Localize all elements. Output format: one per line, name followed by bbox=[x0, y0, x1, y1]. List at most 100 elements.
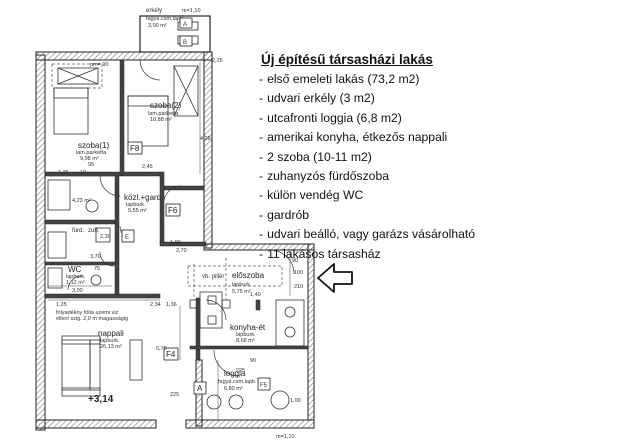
szoba2-label: szoba(2) bbox=[150, 101, 181, 110]
dim: 95 bbox=[88, 162, 94, 168]
dim: 2,70 bbox=[176, 248, 187, 254]
dim: 75 bbox=[94, 266, 100, 272]
dim: 2,30 bbox=[100, 234, 111, 240]
feature-item: -zuhanyzós fürdőszoba bbox=[259, 168, 390, 183]
tag-e: E bbox=[125, 235, 129, 241]
exterior-walls bbox=[35, 51, 315, 431]
dimension-labels: 1,35 10 1,25 2,34 3,00 3,70 90 100 210 2… bbox=[56, 58, 303, 404]
loggia-label: loggia bbox=[224, 369, 246, 378]
loggia-mv: m=1,10 bbox=[276, 434, 295, 440]
feature-item: -gardrób bbox=[259, 207, 310, 222]
dashed-lines bbox=[51, 63, 283, 300]
erkely-mv: m=1,10 bbox=[182, 8, 201, 14]
room-labels: erkély fagyá.csm.lapb. 3,00 m² m=1,10 pm… bbox=[56, 8, 295, 440]
szoba1-pm: pm= 90 bbox=[90, 62, 109, 68]
listing-title: Új építésű társasházi lakás bbox=[261, 52, 433, 67]
szoba2-sub: lam.parketta bbox=[148, 111, 179, 117]
erkely-area: 3,00 m² bbox=[148, 23, 167, 29]
feature-text: udvari erkély (3 m2) bbox=[267, 91, 375, 106]
nappali-area: 26,13 m² bbox=[100, 344, 122, 350]
feature-list: -első emeleti lakás (73,2 m2) -udvari er… bbox=[256, 70, 636, 264]
szoba1-label: szoba(1) bbox=[78, 141, 109, 150]
vbpiller-label: vb. pillér bbox=[202, 274, 224, 280]
dim: 210 bbox=[294, 284, 303, 290]
feature-item: -külön vendég WC bbox=[259, 188, 364, 203]
dim: 100 bbox=[294, 270, 303, 276]
szoba1-area: 9,98 m² bbox=[80, 156, 99, 162]
tag-b: B bbox=[183, 40, 187, 46]
dim: 3,00 bbox=[72, 288, 83, 294]
dim: 1,40 bbox=[250, 292, 261, 298]
feature-item: -amerikai konyha, étkezős nappali bbox=[259, 130, 448, 145]
feature-text: 11 lakásos társasház bbox=[267, 246, 381, 261]
kozl-area: 5,55 m² bbox=[128, 208, 147, 214]
feature-text: első emeleti lakás (73,2 m2) bbox=[267, 72, 420, 86]
dim: 3,70 bbox=[90, 254, 101, 260]
feature-text: 2 szoba (10-11 m2) bbox=[267, 149, 372, 164]
feature-text: amerikai konyha, étkezős nappali bbox=[267, 130, 448, 145]
tag-f4: F4 bbox=[166, 350, 176, 359]
dim: 2,45 bbox=[142, 164, 153, 170]
kozl-label: közl.+gard. bbox=[124, 193, 163, 202]
dim: 4,28 bbox=[200, 136, 211, 142]
wc-area: 1,12 m² bbox=[66, 280, 85, 286]
nappali-sub: lapburk. bbox=[100, 338, 120, 344]
feature-text: gardrób bbox=[267, 207, 310, 222]
zuh-label: zuh. bbox=[88, 228, 100, 234]
tag-a: A bbox=[197, 384, 203, 393]
szoba2-area: 10,88 m² bbox=[150, 117, 172, 123]
szoba1-sub: lam.parketta bbox=[76, 150, 107, 156]
konyha-sub: lapburk. bbox=[236, 332, 256, 338]
furdo-area: 4,23 m² bbox=[72, 198, 91, 204]
dimension-lines bbox=[48, 62, 291, 420]
tag-a2: A bbox=[183, 22, 187, 28]
wc-sub: lapburk. bbox=[66, 274, 86, 280]
doors bbox=[67, 59, 295, 377]
loggia-sub: fagyá.csm.lapb. bbox=[218, 379, 257, 385]
eloszoba-sub: lapburk. bbox=[232, 282, 252, 288]
tag-f6: F6 bbox=[168, 206, 178, 215]
dim: 1,25 bbox=[56, 302, 67, 308]
dim: 10 bbox=[80, 170, 86, 176]
erkely-label: erkély bbox=[146, 8, 162, 14]
feature-text: udvari beálló, vagy garázs vásárolható bbox=[267, 227, 476, 242]
loggia-area: 6,80 m² bbox=[224, 386, 243, 392]
nappali-label: nappali bbox=[98, 329, 124, 338]
entrance-arrow bbox=[317, 263, 353, 293]
interior-walls bbox=[44, 59, 309, 361]
konyha-area: 8,68 m² bbox=[236, 338, 255, 344]
feature-item: -utcafronti loggia (6,8 m2) bbox=[259, 110, 402, 125]
eloszoba-area: 5,75 m² bbox=[232, 289, 251, 295]
folyadek-note-1: folyadékny fólia uzemi viz bbox=[56, 310, 119, 316]
folyadek-note-2: elleni szig. 2,0 m magasságig bbox=[56, 316, 128, 322]
dim: 225 bbox=[170, 392, 179, 398]
feature-item: -udvari erkély (3 m2) bbox=[259, 91, 375, 106]
erkely-sub: fagyá.csm.lapb. bbox=[146, 16, 185, 22]
furniture bbox=[47, 65, 305, 410]
kozl-sub: lapburk. bbox=[126, 202, 146, 208]
eloszoba-label: előszoba bbox=[232, 271, 265, 280]
dim: 5,78 bbox=[156, 346, 167, 352]
level-mark: +3,14 bbox=[88, 394, 114, 405]
dim: 1,00 bbox=[290, 398, 301, 404]
dim: 2,34 bbox=[150, 302, 161, 308]
dim: 90 bbox=[250, 358, 256, 364]
dim: 225 bbox=[236, 368, 245, 374]
konyha-label: konyha-ét bbox=[230, 323, 266, 332]
tags: F8 F6 F4 A A B E F5 bbox=[121, 17, 271, 395]
wc-label: WC bbox=[68, 265, 82, 274]
feature-text: külön vendég WC bbox=[267, 188, 364, 203]
feature-item: -első emeleti lakás (73,2 m2) bbox=[259, 72, 420, 86]
tag-f5: F5 bbox=[260, 383, 268, 389]
dim: 1,35 bbox=[58, 170, 69, 176]
feature-text: zuhanyzós fürdőszoba bbox=[267, 168, 390, 183]
dim: 1,36 bbox=[166, 302, 177, 308]
dim: 1,00 bbox=[170, 240, 181, 246]
feature-text: utcafronti loggia (6,8 m2) bbox=[267, 110, 402, 125]
feature-item: -udvari beálló, vagy garázs vásárolható bbox=[259, 227, 476, 242]
tag-f8: F8 bbox=[130, 144, 140, 153]
dim: 90 bbox=[292, 258, 298, 264]
feature-item: -2 szoba (10-11 m2) bbox=[259, 149, 372, 164]
feature-item: -11 lakásos társasház bbox=[259, 246, 381, 261]
